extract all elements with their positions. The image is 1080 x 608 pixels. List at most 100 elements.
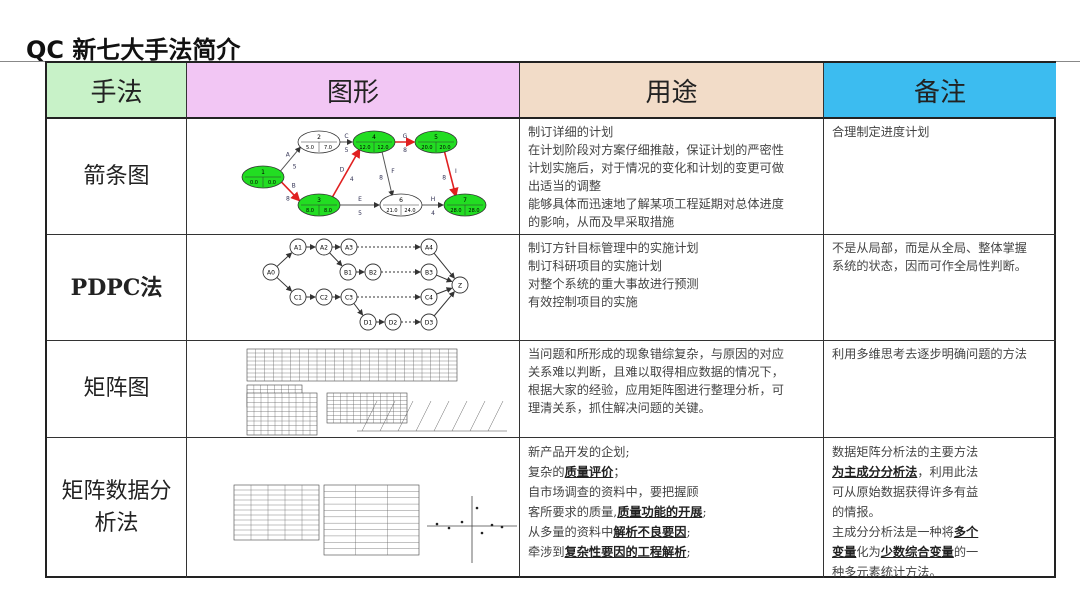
text-segment: 从多量的资料中 bbox=[528, 525, 614, 539]
text-segment: 在计划阶段对方案仔细推敲，保证计划的严密性 bbox=[528, 143, 784, 157]
activity-label: F bbox=[391, 168, 395, 175]
pdpc-arrow bbox=[329, 252, 343, 267]
pdpc-arrow bbox=[276, 277, 293, 292]
notes-cell: 合理制定进度计划 bbox=[824, 119, 1056, 235]
node-id: 2 bbox=[317, 134, 321, 141]
emphasis-text: 少数综合变量 bbox=[880, 545, 954, 559]
data-table-1 bbox=[233, 484, 320, 541]
node-late-start: 20.0 bbox=[439, 145, 450, 151]
node-early-start: 0.0 bbox=[250, 180, 258, 186]
usage-line: 客所要求的质量,质量功能的开展; bbox=[528, 502, 815, 522]
node-late-start: 24.0 bbox=[404, 208, 415, 214]
diagram bbox=[246, 348, 507, 436]
note-line: 系统的状态，因而可作全局性判断。 bbox=[832, 257, 1048, 275]
emphasis-text: 变量 bbox=[832, 545, 857, 559]
text-segment: 有效控制项目的实施 bbox=[528, 295, 638, 309]
pdpc-node bbox=[289, 288, 307, 306]
scatter-point bbox=[460, 520, 464, 524]
note-line: 数据矩阵分析法的主要方法 bbox=[832, 442, 1048, 462]
activity-label: B bbox=[292, 183, 296, 190]
note-line: 不是从局部，而是从全局、整体掌握 bbox=[832, 239, 1048, 257]
usage-line: 制订科研项目的实施计划 bbox=[528, 257, 815, 275]
text-segment: 的影响，从而及早采取措施 bbox=[528, 215, 675, 229]
text-segment: 当问题和所形成的现象错综复杂，与原因的对应 bbox=[528, 347, 784, 361]
activity-arrow bbox=[279, 146, 301, 173]
activity-duration: 5 bbox=[345, 147, 349, 154]
note-line: 合理制定进度计划 bbox=[832, 123, 1048, 141]
text-segment: 化为 bbox=[856, 545, 881, 559]
emphasis-text: 复杂性要因的工程解析 bbox=[564, 545, 687, 559]
pdpc-arrow bbox=[276, 252, 293, 267]
scatter-point bbox=[435, 522, 439, 526]
text-segment: 的情报。 bbox=[832, 505, 881, 519]
pdpc-node-label: C4 bbox=[425, 295, 433, 302]
text-segment: 可从原始数据获得许多有益 bbox=[832, 485, 979, 499]
pdpc-arrow bbox=[353, 303, 364, 316]
node-late-start: 0.0 bbox=[268, 180, 276, 186]
text-segment: 系统的状态，因而可作全局性判断。 bbox=[832, 259, 1027, 273]
node-late-start: 7.0 bbox=[324, 145, 332, 151]
scatter-point bbox=[475, 506, 479, 510]
figure-cell bbox=[187, 341, 520, 438]
method-name-cell: 箭条图 bbox=[47, 119, 187, 235]
note-line: 种多元素统计方法。 bbox=[832, 562, 1048, 578]
usage-line: 在计划阶段对方案仔细推敲，保证计划的严密性 bbox=[528, 141, 815, 159]
pdpc-node-label: A1 bbox=[294, 245, 302, 252]
pdpc-arrow bbox=[436, 274, 453, 283]
note-line: 变量化为少数综合变量的一 bbox=[832, 542, 1048, 562]
pdpc-node bbox=[384, 313, 402, 331]
c-type-matrix-line bbox=[469, 400, 486, 432]
scatter-point bbox=[447, 526, 451, 530]
node-early-start: 28.0 bbox=[450, 208, 461, 214]
emphasis-text: 质量功能的开展 bbox=[617, 505, 703, 519]
pdpc-node-label: D1 bbox=[364, 320, 373, 327]
figure-cell bbox=[187, 438, 520, 578]
usage-cell: 制订详细的计划在计划阶段对方案仔细推敲，保证计划的严密性计划实施后，对于情况的变… bbox=[520, 119, 824, 235]
text-segment: 制订方针目标管理中的实施计划 bbox=[528, 241, 699, 255]
method-name: 箭条图 bbox=[83, 163, 150, 189]
c-type-matrix-line bbox=[451, 400, 468, 432]
method-name-cell: 矩阵数据分析法 bbox=[47, 438, 187, 578]
usage-line: 的影响，从而及早采取措施 bbox=[528, 213, 815, 231]
pdpc-node bbox=[420, 288, 438, 306]
activity-label: E bbox=[358, 196, 362, 203]
activity-duration: 8 bbox=[286, 195, 290, 202]
method-name: 矩阵图 bbox=[83, 376, 150, 401]
text-segment: 制订详细的计划 bbox=[528, 125, 614, 139]
text-segment: 复杂的 bbox=[528, 465, 565, 479]
method-name-cell: 矩阵图 bbox=[47, 341, 187, 438]
page-title: QC 新七大手法简介 bbox=[26, 36, 241, 64]
pdpc-node-label: A3 bbox=[345, 245, 353, 252]
text-segment: 的一 bbox=[953, 545, 979, 559]
text-segment: ，利用此法 bbox=[917, 465, 979, 479]
usage-line: 牵涉到复杂性要因的工程解析; bbox=[528, 542, 815, 562]
node-late-start: 12.0 bbox=[377, 145, 388, 151]
emphasis-text: 质量评价 bbox=[564, 465, 614, 479]
text-segment: 种多元素统计方法。 bbox=[832, 565, 942, 578]
pdpc-node bbox=[315, 288, 333, 306]
pdpc-node-label: A2 bbox=[320, 245, 328, 252]
usage-line: 关系难以判断，且难以取得相应数据的情况下， bbox=[528, 363, 815, 381]
scatter-point bbox=[480, 531, 484, 535]
scatter-point bbox=[490, 523, 494, 527]
activity-duration: 8 bbox=[379, 174, 383, 181]
activity-duration: 4 bbox=[350, 176, 354, 183]
text-segment: 数据矩阵分析法的主要方法 bbox=[832, 445, 979, 459]
activity-duration: 4 bbox=[431, 210, 435, 217]
text-segment: 自市场调查的资料中，要把握顾 bbox=[528, 485, 699, 499]
text-segment: 制订科研项目的实施计划 bbox=[528, 259, 663, 273]
node-late-start: 8.0 bbox=[324, 208, 332, 214]
pdpc-node bbox=[340, 238, 358, 256]
pdpc-arrow bbox=[436, 287, 453, 295]
activity-duration: 8 bbox=[403, 147, 407, 154]
pdpc-node-label: B3 bbox=[425, 270, 433, 277]
activity-arrow bbox=[381, 151, 395, 197]
usage-line: 有效控制项目的实施 bbox=[528, 293, 815, 311]
pdpc-node bbox=[289, 238, 307, 256]
usage-line: 复杂的质量评价； bbox=[528, 462, 815, 482]
pdpc-node-label: A0 bbox=[267, 270, 275, 277]
method-name-cell: PDPC法 bbox=[47, 235, 187, 341]
